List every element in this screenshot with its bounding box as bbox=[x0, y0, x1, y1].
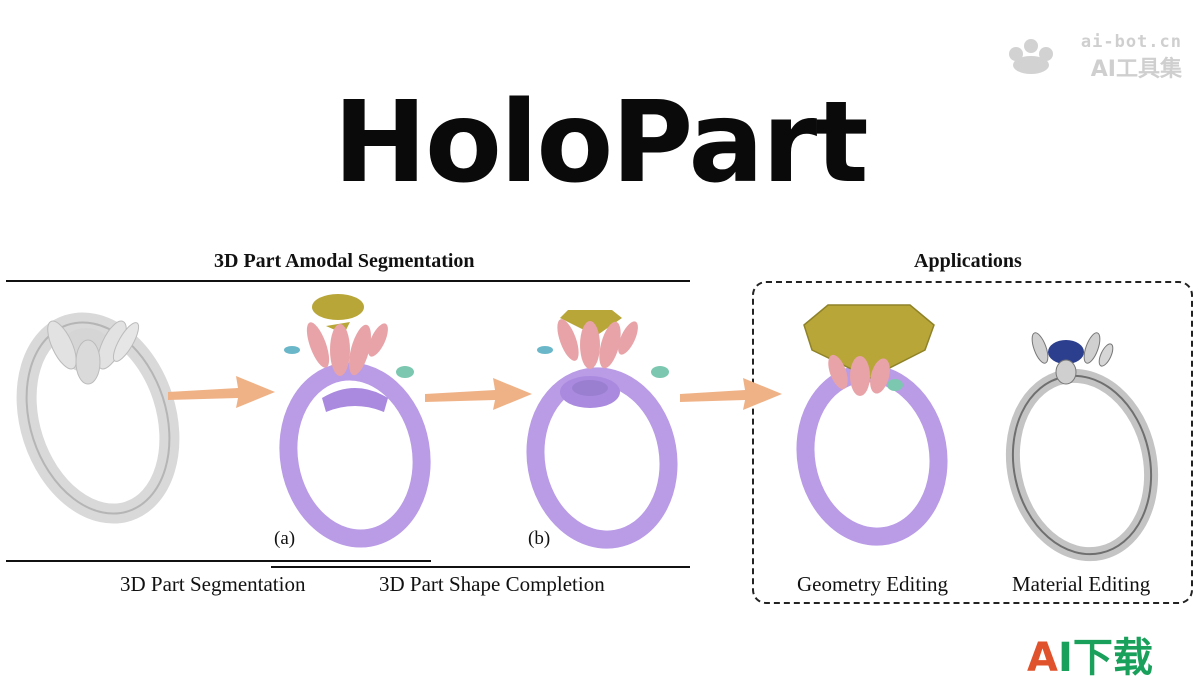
label-completion: 3D Part Shape Completion bbox=[379, 572, 605, 596]
brand-rest: I下载 bbox=[1057, 635, 1153, 681]
brand-logo: AI下载 bbox=[1027, 625, 1153, 683]
page-title: HoloPart bbox=[333, 78, 868, 208]
right-section-header: Applications bbox=[914, 250, 1022, 272]
bottom-rule-segmentation bbox=[6, 560, 431, 562]
label-geometry-editing: Geometry Editing bbox=[797, 572, 949, 596]
applications-box bbox=[752, 281, 1193, 604]
watermark: ai-bot.cn AI工具集 bbox=[1002, 30, 1182, 82]
arrow-2 bbox=[425, 378, 532, 410]
tag-a: (a) bbox=[274, 528, 296, 549]
arrow-1 bbox=[168, 376, 275, 408]
left-section-header: 3D Part Amodal Segmentation bbox=[214, 250, 475, 272]
material-edited-ring bbox=[1005, 332, 1159, 562]
geometry-edited-ring bbox=[796, 304, 948, 546]
bottom-rule-completion bbox=[271, 566, 690, 568]
arrow-3 bbox=[680, 378, 782, 410]
brand-a: A bbox=[1027, 635, 1058, 681]
completed-ring bbox=[526, 310, 678, 549]
watermark-domain: ai-bot.cn bbox=[1080, 32, 1182, 52]
label-segmentation: 3D Part Segmentation bbox=[120, 572, 306, 596]
top-rule bbox=[6, 280, 690, 282]
gray-ring bbox=[16, 312, 180, 524]
label-material-editing: Material Editing bbox=[1012, 572, 1151, 596]
watermark-name: AI工具集 bbox=[1090, 57, 1182, 82]
tag-b: (b) bbox=[528, 528, 551, 549]
segmented-ring bbox=[279, 294, 431, 548]
paw-logo-icon bbox=[1009, 39, 1053, 74]
